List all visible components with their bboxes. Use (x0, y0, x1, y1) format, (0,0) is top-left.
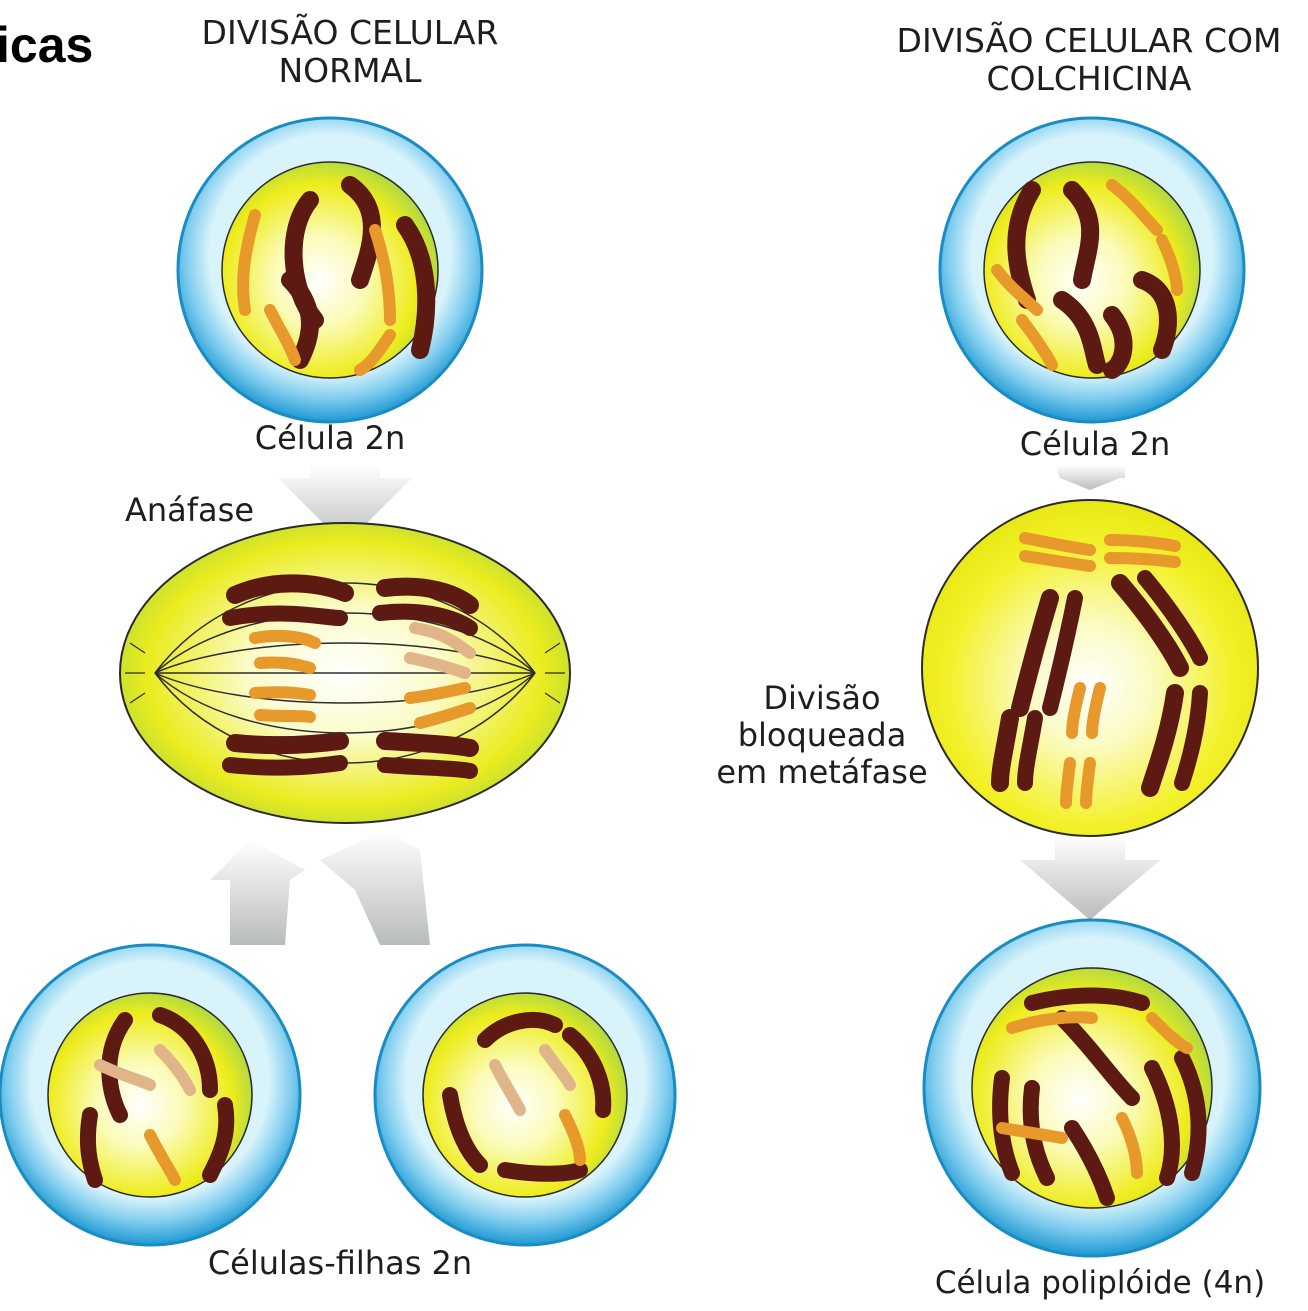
daughter-cell-2 (375, 945, 675, 1245)
right-title-line2: COLCHICINA (870, 60, 1308, 98)
daughters-label: Células-filhas 2n (175, 1245, 505, 1282)
metaphase-blocked-cell (922, 500, 1258, 836)
right-title: DIVISÃO CELULAR COM COLCHICINA (870, 22, 1308, 98)
left-cell-label: Célula 2n (230, 420, 430, 457)
left-title: DIVISÃO CELULAR NORMAL (185, 14, 515, 90)
cell-colchicine-2n (940, 118, 1244, 422)
arrow-down-right-1 (1055, 465, 1125, 490)
anaphase-cell (120, 523, 570, 823)
daughter-cell-1 (0, 945, 300, 1245)
arrow-down-right-2 (1020, 835, 1160, 920)
right-title-line1: DIVISÃO CELULAR COM (870, 22, 1308, 60)
blocked-line3: em metáfase (712, 754, 932, 791)
right-cell-label: Célula 2n (995, 426, 1195, 463)
anaphase-label: Anáfase (125, 492, 254, 529)
arrow-split-left (210, 840, 305, 945)
blocked-label: Divisão bloqueada em metáfase (712, 680, 932, 790)
left-title-line2: NORMAL (185, 52, 515, 90)
polyploid-cell (924, 920, 1260, 1256)
blocked-line1: Divisão (712, 680, 932, 717)
arrow-split-right (320, 830, 430, 945)
cell-normal-2n (178, 118, 482, 422)
polyploid-label: Célula poliplóide (4n) (910, 1266, 1290, 1302)
blocked-line2: bloqueada (712, 717, 932, 754)
left-title-line1: DIVISÃO CELULAR (185, 14, 515, 52)
